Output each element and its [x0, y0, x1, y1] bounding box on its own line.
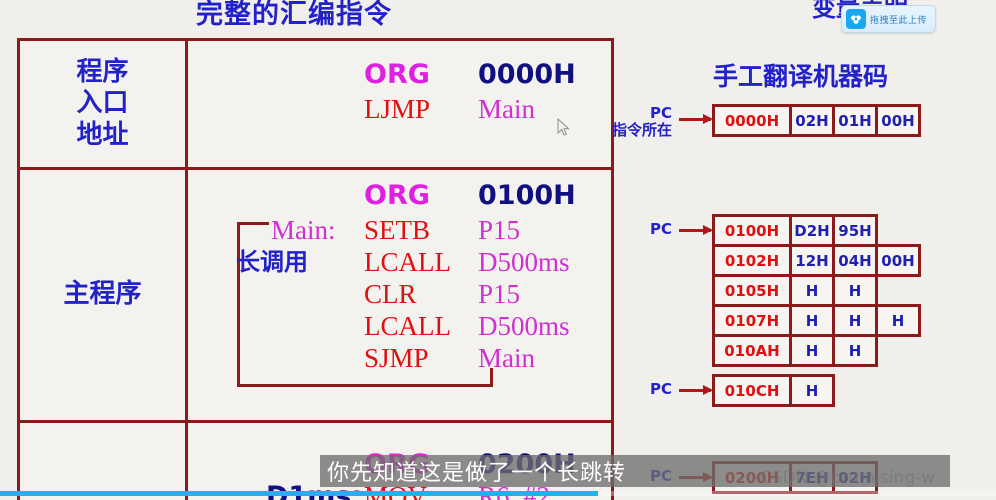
code-byte: H	[789, 304, 835, 337]
label-line-2: 入口	[76, 88, 129, 119]
machine-code-row: 0000H 02H 01H 00H	[712, 104, 921, 137]
slide-title: 完整的汇编指令	[196, 0, 392, 30]
pc-pointer-label-2: PC	[640, 220, 672, 238]
code-mnemonic: ORG	[364, 59, 430, 90]
code-byte: 02H	[789, 104, 835, 137]
code-address: 0000H	[712, 104, 792, 137]
machine-code-row: 0100H D2H 95H	[712, 214, 878, 247]
code-byte: H	[832, 274, 878, 307]
code-operand: D500ms	[478, 311, 570, 341]
cloud-upload-icon	[846, 9, 866, 29]
upload-dropzone-chip[interactable]: 拖拽至此上传	[841, 5, 937, 33]
code-address: 010AH	[712, 334, 792, 367]
code-mnemonic: SETB	[364, 215, 431, 245]
code-address: 010CH	[712, 374, 792, 407]
pc-pointer-label-3: PC	[640, 380, 672, 398]
code-label-main: Main:	[271, 215, 336, 245]
code-operand: D500ms	[478, 247, 570, 277]
code-byte: H	[832, 304, 878, 337]
column-divider	[185, 41, 188, 167]
loop-bracket-vertical	[237, 222, 240, 387]
mouse-cursor	[557, 117, 571, 143]
code-byte: D2H	[789, 214, 835, 247]
code-address: 0105H	[712, 274, 792, 307]
subtitle-text: 你先知道这是做了一个长跳转	[327, 461, 627, 486]
code-byte: H	[789, 274, 835, 307]
machine-code-row: 0102H 12H 04H 00H	[712, 244, 921, 277]
loop-bracket-bottom	[237, 384, 493, 387]
code-address: 0102H	[712, 244, 792, 277]
loop-bracket-top	[237, 222, 269, 225]
video-progress-fill[interactable]	[0, 491, 598, 496]
pc-text: PC	[649, 380, 672, 398]
code-operand: P15	[478, 215, 521, 245]
code-address: 0107H	[712, 304, 792, 337]
pc-text: PC	[649, 220, 672, 238]
machine-code-row: 0107H H H H	[712, 304, 921, 337]
code-byte: 04H	[832, 244, 878, 277]
pc-subtext: 指令所在	[612, 121, 673, 140]
label-line-3: 地址	[76, 119, 129, 150]
code-operand: 0100H	[478, 180, 576, 211]
code-address: 0100H	[712, 214, 792, 247]
code-byte: 00H	[875, 104, 921, 137]
code-cell-main: ORG 0100H Main: SETB P15 LCALL D500ms CL…	[188, 170, 611, 420]
pc-text: PC	[649, 104, 672, 122]
pc-arrow-2	[679, 225, 713, 235]
machine-code-title: 手工翻译机器码	[713, 62, 889, 91]
assembly-outline-table: 程序 入口 地址 ORG 0000H LJMP Main 主程序 ORG 010…	[17, 38, 614, 500]
label-line-1: 程序	[76, 57, 129, 88]
code-byte: H	[789, 374, 835, 407]
code-byte: H	[875, 304, 921, 337]
row-label-program-entry: 程序 入口 地址	[20, 41, 185, 167]
code-byte: H	[789, 334, 835, 367]
pc-pointer-label-1: PC 指令所在	[612, 104, 673, 140]
code-byte: 01H	[832, 104, 878, 137]
code-byte: H	[832, 334, 878, 367]
table-row: 主程序 ORG 0100H Main: SETB P15 LCALL D500m…	[20, 170, 611, 423]
code-mnemonic: LJMP	[364, 94, 431, 124]
row-label-main-program: 主程序	[63, 279, 142, 310]
machine-code-row: 0105H H H	[712, 274, 878, 307]
code-operand: Main	[478, 94, 535, 124]
column-divider	[185, 423, 188, 500]
code-mnemonic: CLR	[364, 279, 417, 309]
table-row: 程序 入口 地址 ORG 0000H LJMP Main	[20, 41, 611, 170]
pc-arrow-3	[679, 385, 713, 395]
subtitle-backdrop	[320, 455, 950, 487]
code-mnemonic: LCALL	[364, 311, 451, 341]
code-operand: P15	[478, 279, 521, 309]
code-operand: Main	[478, 343, 535, 373]
pc-arrow-1	[679, 114, 713, 124]
row-label-empty	[20, 423, 185, 500]
column-divider	[185, 170, 188, 420]
loop-bracket-right	[490, 368, 493, 387]
code-mnemonic: ORG	[364, 180, 430, 211]
upload-chip-label: 拖拽至此上传	[870, 15, 928, 26]
code-byte: 12H	[789, 244, 835, 277]
code-operand: 0000H	[478, 59, 576, 90]
annotation-long-call: 长调用	[236, 248, 308, 276]
machine-code-row: 010CH H	[712, 374, 835, 407]
code-byte: 00H	[875, 244, 921, 277]
machine-code-row: 010AH H H	[712, 334, 878, 367]
code-mnemonic: LCALL	[364, 247, 451, 277]
code-mnemonic: SJMP	[364, 343, 429, 373]
code-cell-entry: ORG 0000H LJMP Main	[188, 41, 611, 167]
code-byte: 95H	[832, 214, 878, 247]
